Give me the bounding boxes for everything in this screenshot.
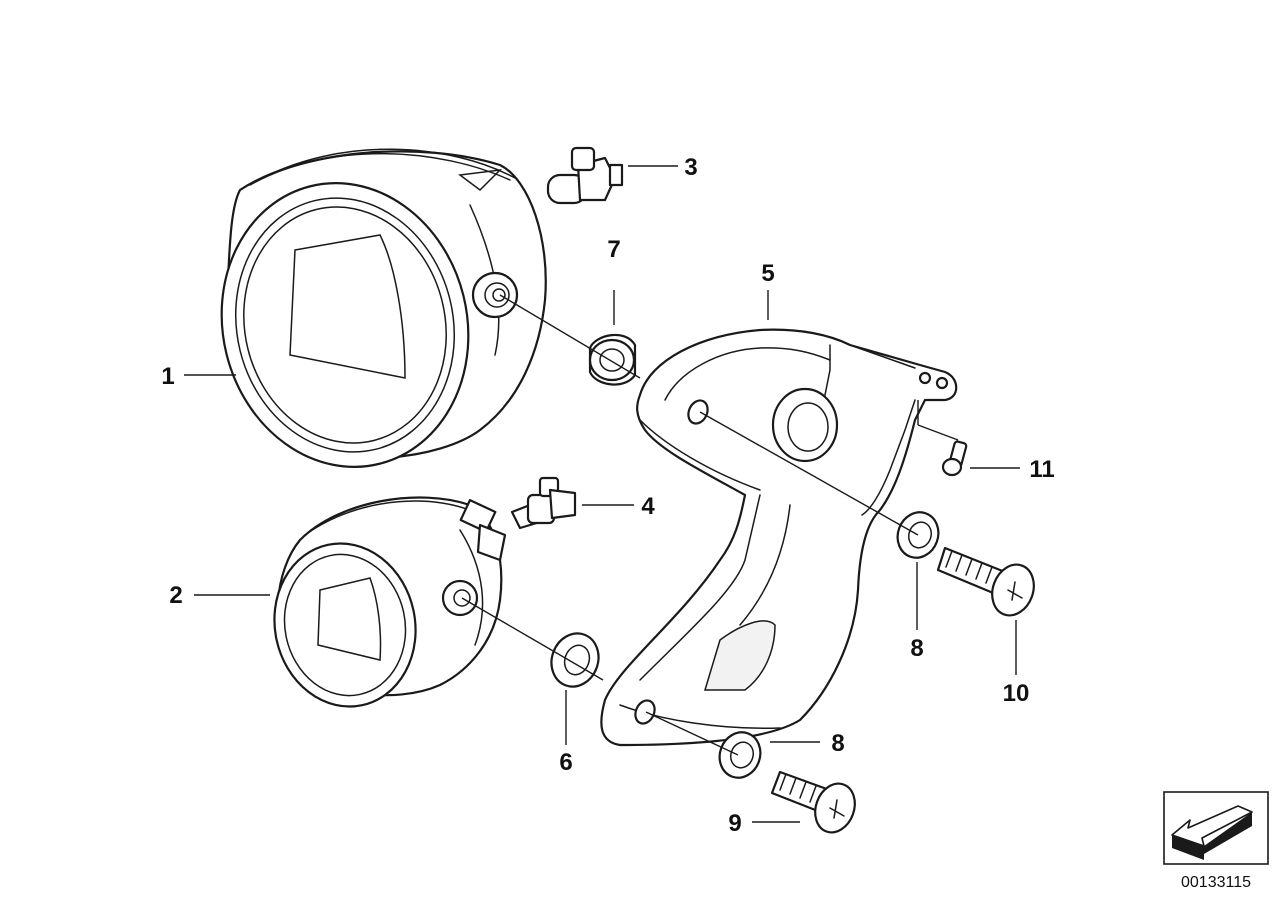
bolt-lower xyxy=(770,770,856,834)
leader-lines xyxy=(184,165,1020,823)
callout-2: 2 xyxy=(169,582,182,609)
callout-8-lower: 8 xyxy=(831,730,844,757)
screw-small xyxy=(941,440,968,477)
callout-9: 9 xyxy=(728,810,741,837)
callout-3: 3 xyxy=(684,154,697,181)
diagram-code: 00133115 xyxy=(1181,874,1251,891)
bolt-upper xyxy=(936,546,1035,617)
washer-lower xyxy=(718,731,762,779)
callout-10: 10 xyxy=(1003,680,1030,707)
mounting-bracket xyxy=(600,328,958,747)
nut xyxy=(588,333,637,386)
headlight-large xyxy=(220,148,547,468)
bulb-lower xyxy=(510,476,577,530)
callout-4: 4 xyxy=(641,493,655,520)
callout-6: 6 xyxy=(559,749,572,776)
callout-7: 7 xyxy=(607,236,620,263)
callout-5: 5 xyxy=(761,260,774,287)
arrow-icon xyxy=(1163,791,1269,865)
washer-left xyxy=(550,632,600,688)
callout-1: 1 xyxy=(161,363,174,390)
callout-11: 11 xyxy=(1029,456,1054,483)
bulb-upper xyxy=(546,146,624,205)
callout-8-upper: 8 xyxy=(910,635,923,662)
headlight-small xyxy=(273,496,507,708)
